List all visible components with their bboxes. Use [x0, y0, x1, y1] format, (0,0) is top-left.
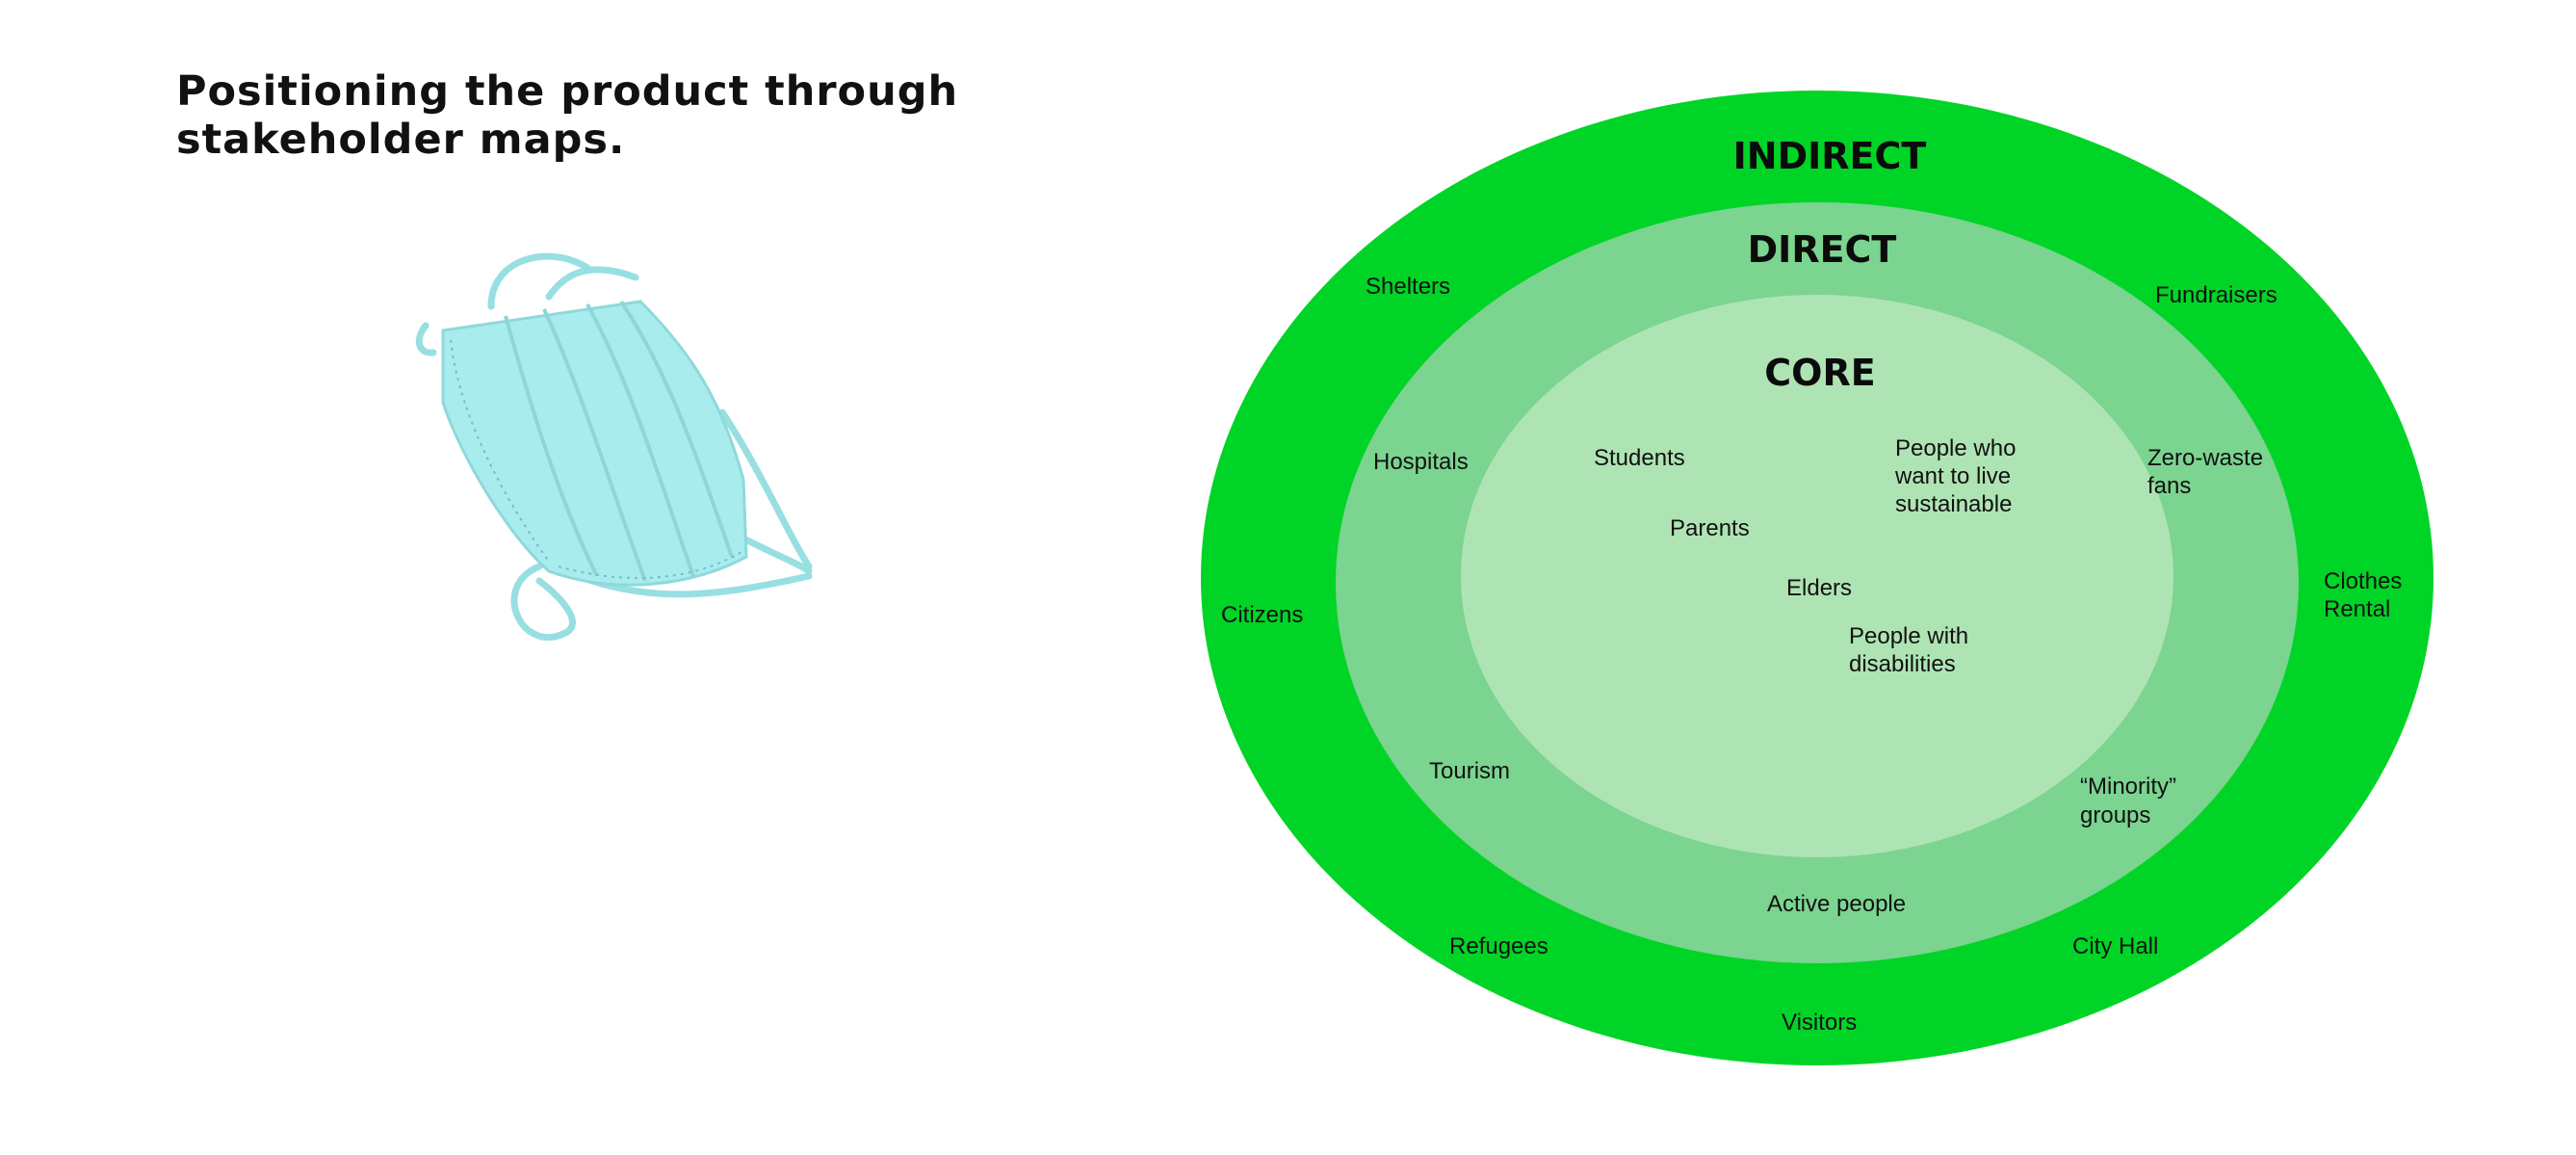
stakeholder-clothes-rental: Clothes Rental	[2324, 568, 2408, 622]
stakeholder-sustainable-line3: sustainable	[1895, 491, 2012, 517]
stakeholder-clothes-rental-line2: Rental	[2324, 596, 2390, 622]
stakeholder-minority-groups: “Minority” groups	[2080, 774, 2183, 828]
stakeholder-hospitals: Hospitals	[1373, 449, 1469, 475]
stakeholder-shelters: Shelters	[1366, 274, 1450, 300]
ring-core	[1461, 295, 2173, 857]
ring-label-core: CORE	[1764, 352, 1875, 394]
surgical-mask-icon	[415, 252, 813, 641]
stakeholder-minority-line2: groups	[2080, 802, 2150, 828]
stakeholder-citizens: Citizens	[1221, 602, 1303, 628]
ring-label-direct: DIRECT	[1748, 228, 1897, 271]
stakeholder-sustainable-people: People who want to live sustainable	[1894, 435, 2022, 517]
title-line-1: Positioning the product through	[176, 67, 959, 116]
stakeholder-elders: Elders	[1786, 575, 1852, 601]
stakeholder-parents: Parents	[1670, 515, 1750, 541]
stakeholder-disabilities-line2: disabilities	[1849, 651, 1956, 677]
stakeholder-zero-waste-fans: Zero-waste fans	[2147, 445, 2270, 499]
stakeholder-sustainable-line1: People who	[1895, 435, 2016, 461]
stakeholder-fundraisers: Fundraisers	[2155, 282, 2277, 308]
stakeholder-zero-waste-line2: fans	[2147, 473, 2191, 499]
stakeholder-students: Students	[1594, 445, 1685, 471]
title-line-2: stakeholder maps.	[176, 116, 626, 164]
ring-label-indirect: INDIRECT	[1733, 135, 1927, 177]
stakeholder-zero-waste-line1: Zero-waste	[2147, 445, 2263, 471]
stakeholder-disabilities-line1: People with	[1849, 623, 1968, 649]
stakeholder-active-people: Active people	[1767, 891, 1906, 917]
stakeholder-sustainable-line2: want to live	[1894, 463, 2011, 489]
stakeholder-city-hall: City Hall	[2072, 933, 2158, 959]
page-title: Positioning the product through stakehol…	[176, 67, 1043, 164]
stakeholder-visitors: Visitors	[1782, 1010, 1857, 1036]
stakeholder-refugees: Refugees	[1449, 933, 1548, 959]
stakeholder-clothes-rental-line1: Clothes	[2324, 568, 2402, 594]
stakeholder-tourism: Tourism	[1429, 758, 1510, 784]
stakeholder-minority-line1: “Minority”	[2080, 774, 2176, 800]
stakeholder-people-with-disabilities: People with disabilities	[1849, 623, 1975, 677]
